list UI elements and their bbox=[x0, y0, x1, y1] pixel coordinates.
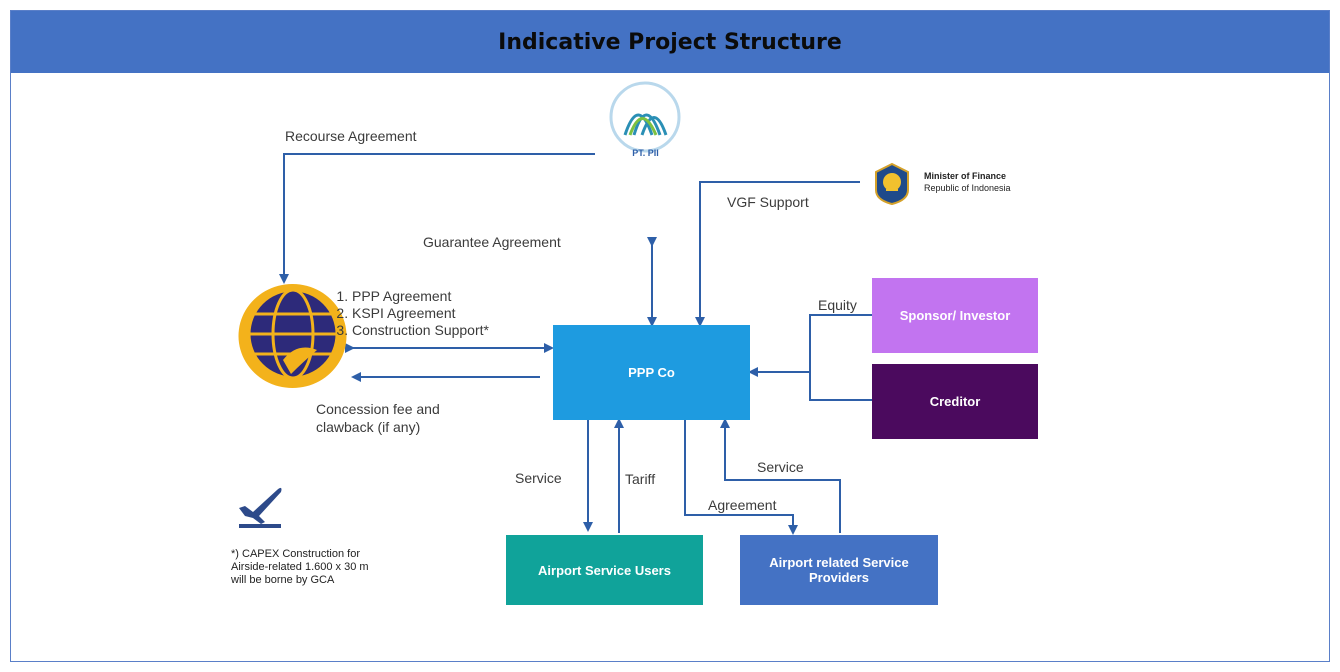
transport-logo bbox=[233, 280, 353, 390]
service-users-box: Airport Service Users bbox=[506, 535, 703, 605]
tariff-label: Tariff bbox=[625, 471, 656, 487]
mof-emblem-icon bbox=[875, 162, 909, 206]
creditor-label: Creditor bbox=[929, 394, 981, 409]
agreements-list: PPP Agreement KSPI Agreement Constructio… bbox=[328, 288, 489, 339]
airplane-departure-icon bbox=[239, 487, 282, 528]
pii-label: PT. PII bbox=[632, 148, 659, 158]
connector-arrows bbox=[279, 153, 872, 535]
header-bar: Indicative Project Structure bbox=[11, 11, 1329, 73]
agreement-label: Agreement bbox=[708, 497, 777, 513]
mof-title: Minister of Finance bbox=[924, 171, 1007, 181]
recourse-arrow bbox=[279, 153, 595, 284]
creditor-box: Creditor bbox=[872, 364, 1038, 439]
transport-emblem-icon bbox=[238, 284, 347, 388]
service-up-arrow bbox=[720, 418, 841, 533]
ppp-co-label: PPP Co bbox=[628, 365, 675, 380]
sponsor-box: Sponsor/ Investor bbox=[872, 278, 1038, 353]
diagram-canvas: PT. PII Minister of Finance Republic of … bbox=[195, 75, 1150, 615]
equity-label: Equity bbox=[818, 297, 857, 313]
agreement-arrow bbox=[684, 420, 798, 535]
agreement-item: KSPI Agreement bbox=[352, 305, 489, 322]
pii-logo: PT. PII bbox=[608, 80, 683, 165]
vgf-arrow bbox=[695, 181, 860, 327]
guarantee-label: Guarantee Agreement bbox=[423, 234, 561, 250]
sponsor-label: Sponsor/ Investor bbox=[899, 308, 1011, 323]
agreement-item: Construction Support* bbox=[352, 322, 489, 339]
concession-label: Concession fee and clawback (if any) bbox=[316, 401, 440, 435]
agreement-item: PPP Agreement bbox=[352, 288, 489, 305]
pii-logo-icon bbox=[609, 81, 681, 153]
page-title: Indicative Project Structure bbox=[498, 29, 842, 55]
equity-bracket bbox=[809, 314, 872, 401]
service-users-label: Airport Service Users bbox=[538, 562, 671, 578]
service-providers-box: Airport related Service Providers bbox=[740, 535, 938, 605]
ppp-co-box: PPP Co bbox=[553, 325, 750, 420]
vgf-label: VGF Support bbox=[727, 194, 809, 210]
mof-logo: Minister of Finance Republic of Indonesi… bbox=[872, 162, 1072, 206]
service-providers-label: Airport related Service Providers bbox=[769, 555, 909, 585]
footnote: *) CAPEX Construction for Airside-relate… bbox=[231, 548, 369, 586]
airplane-icon bbox=[235, 470, 285, 530]
recourse-label: Recourse Agreement bbox=[285, 128, 417, 144]
service-left-label: Service bbox=[515, 470, 562, 486]
service-right-label: Service bbox=[757, 459, 804, 475]
mof-subtitle: Republic of Indonesia bbox=[924, 183, 1011, 193]
